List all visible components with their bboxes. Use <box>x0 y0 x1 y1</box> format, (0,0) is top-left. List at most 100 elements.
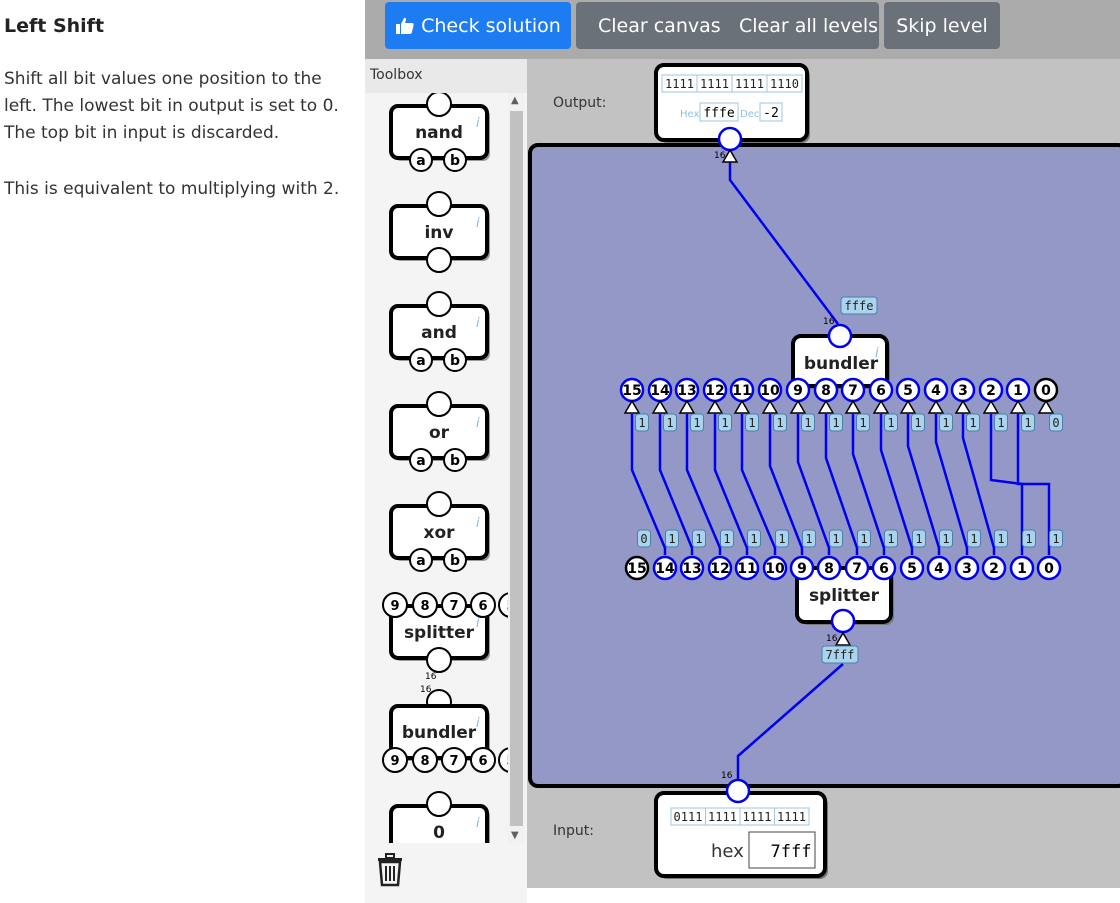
info-icon[interactable]: i <box>476 116 480 131</box>
bundler-pin[interactable] <box>382 747 408 773</box>
toolbox-scrollbar[interactable]: ▲ ▼ <box>508 93 525 843</box>
bit-wire[interactable] <box>1016 414 1051 555</box>
splitter-pin[interactable] <box>441 592 467 618</box>
output-pin[interactable] <box>426 191 452 217</box>
info-icon[interactable]: i <box>476 616 480 631</box>
info-icon[interactable]: i <box>476 716 480 731</box>
check-solution-button[interactable]: Check solution <box>385 2 571 49</box>
bit-wire[interactable] <box>768 414 804 555</box>
splitter-output-pin[interactable] <box>789 555 815 581</box>
input-hex-field[interactable] <box>748 831 816 869</box>
info-icon[interactable]: i <box>476 516 480 531</box>
bit-wire[interactable] <box>796 414 831 555</box>
splitter-pin[interactable] <box>498 592 510 618</box>
info-icon[interactable]: i <box>875 346 879 361</box>
value-tag <box>840 296 878 315</box>
bit-wire[interactable] <box>934 414 969 555</box>
level-hint: This is equivalent to multiplying with 2… <box>4 179 340 199</box>
input-pin-a[interactable] <box>409 548 433 572</box>
clear-canvas-button[interactable]: Clear canvas <box>598 14 721 37</box>
bit-wire[interactable] <box>989 414 1024 555</box>
splitter-pin[interactable] <box>382 592 408 618</box>
splitter-output-pin[interactable] <box>871 555 897 581</box>
value-tag-text: 1 <box>695 532 702 546</box>
output-pin[interactable] <box>426 93 452 117</box>
bit-wire[interactable] <box>740 414 777 555</box>
splitter-output-pin[interactable] <box>844 555 870 581</box>
splitter-output-pin[interactable] <box>624 555 650 581</box>
value-tag <box>857 529 871 548</box>
toolbox-bundler-body[interactable] <box>389 704 489 760</box>
info-icon[interactable]: i <box>476 216 480 231</box>
splitter-output-pin[interactable] <box>899 555 925 581</box>
toolbox-or-label: or <box>429 423 450 443</box>
bit-wire[interactable] <box>658 414 694 555</box>
splitter-input-pin[interactable] <box>830 608 856 634</box>
splitter-output-pin[interactable] <box>734 555 760 581</box>
splitter-output-pin[interactable] <box>926 555 952 581</box>
splitter-input-pin[interactable] <box>426 647 452 673</box>
splitter-output-pin[interactable] <box>679 555 705 581</box>
splitter-output-pin[interactable] <box>652 555 678 581</box>
output-pin[interactable] <box>426 391 452 417</box>
clear-all-levels-button[interactable]: Clear all levels <box>739 14 879 37</box>
input-pin-b[interactable] <box>443 448 467 472</box>
bundler-pin[interactable] <box>441 747 467 773</box>
splitter-output-pin[interactable] <box>1036 555 1062 581</box>
output-hex-field <box>699 102 739 122</box>
input-pin-a[interactable] <box>409 148 433 172</box>
input-pin-b[interactable] <box>443 348 467 372</box>
bundler-output-pin[interactable] <box>827 323 853 349</box>
pin-label: b <box>450 453 460 469</box>
value-tag-text: 1 <box>693 416 700 430</box>
pin-arrow <box>844 399 862 414</box>
trash-icon[interactable] <box>374 853 406 887</box>
scrollbar-thumb[interactable] <box>510 111 523 826</box>
pin-number: 15 <box>627 561 646 577</box>
value-tag <box>966 413 980 432</box>
bit-wire[interactable] <box>824 414 859 555</box>
value-tag-text: 1 <box>887 416 894 430</box>
input-bit-text: 1111 <box>743 810 772 824</box>
skip-level-button[interactable]: Skip level <box>884 2 1000 49</box>
value-tag-text: 1 <box>970 532 977 546</box>
output-pin[interactable] <box>426 291 452 317</box>
splitter-output-pin[interactable] <box>816 555 842 581</box>
bundler-pin[interactable] <box>470 747 496 773</box>
input-pin-b[interactable] <box>443 548 467 572</box>
splitter-pin[interactable] <box>412 592 438 618</box>
input-pin-a[interactable] <box>409 348 433 372</box>
output-pin[interactable] <box>717 126 743 152</box>
input-pin-b[interactable] <box>443 148 467 172</box>
splitter-pin[interactable] <box>470 592 496 618</box>
bundler-pin[interactable] <box>498 747 510 773</box>
info-icon[interactable]: i <box>476 416 480 431</box>
splitter-output-pin[interactable] <box>762 555 788 581</box>
input-pin-a[interactable] <box>409 448 433 472</box>
value-tag-text: 1 <box>748 416 755 430</box>
info-icon[interactable]: i <box>476 816 480 831</box>
input-wire[interactable] <box>736 663 844 790</box>
info-icon[interactable]: i <box>476 316 480 331</box>
input-pin[interactable] <box>426 247 452 273</box>
bit-wire[interactable] <box>685 414 722 555</box>
bundler-pin[interactable] <box>412 747 438 773</box>
splitter-output-pin[interactable] <box>1009 555 1035 581</box>
bit-wire[interactable] <box>961 414 996 555</box>
bit-wire[interactable] <box>906 414 941 555</box>
bit-wire[interactable] <box>630 414 667 555</box>
splitter-output-pin[interactable] <box>707 555 733 581</box>
input-pin[interactable] <box>725 778 751 804</box>
output-wire[interactable] <box>728 162 839 325</box>
pin-number: 5 <box>903 383 913 399</box>
bit-wire[interactable] <box>851 414 886 555</box>
bit-wire[interactable] <box>879 414 914 555</box>
value-tag-text: fffe <box>845 299 874 313</box>
splitter-output-pin[interactable] <box>954 555 980 581</box>
bit-wire[interactable] <box>713 414 749 555</box>
pin-number: 4 <box>931 383 941 399</box>
output-pin[interactable] <box>426 491 452 517</box>
splitter-output-pin[interactable] <box>981 555 1007 581</box>
output-pin[interactable] <box>426 791 452 817</box>
